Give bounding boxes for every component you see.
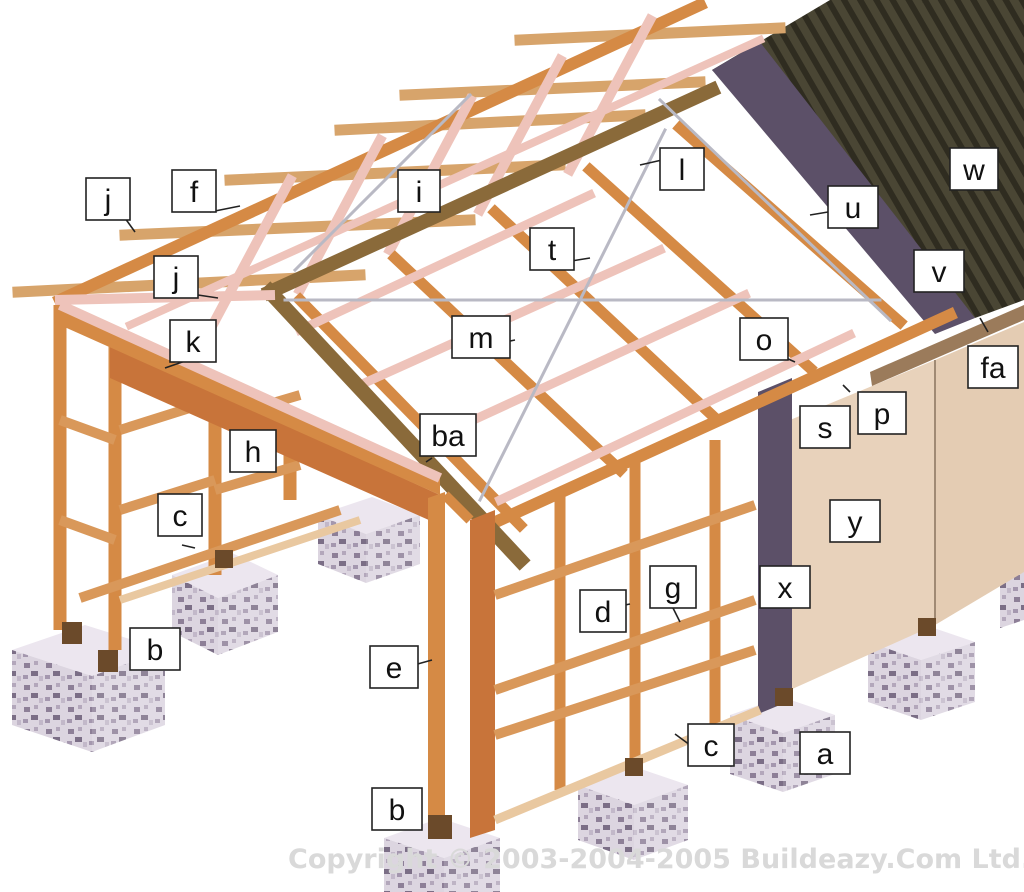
label-u-text: u: [845, 192, 862, 225]
label-h-text: h: [245, 436, 262, 469]
label-fa: fa: [967, 345, 1019, 389]
label-w: w: [949, 147, 999, 191]
callout-labels: j f i l w u t v j k m o fa p s ba h y c …: [85, 147, 1019, 831]
label-ba: ba: [419, 413, 477, 457]
label-ba-text: ba: [431, 420, 465, 453]
label-b: b: [129, 627, 181, 671]
label-l-text: l: [679, 154, 686, 187]
label-k-text: k: [186, 326, 202, 359]
label-t-text: t: [548, 234, 557, 267]
label-s-text: s: [818, 412, 833, 445]
label-b-text: b: [389, 794, 406, 827]
label-c: c: [157, 493, 203, 537]
label-fa-text: fa: [980, 352, 1005, 385]
label-h: h: [229, 429, 277, 473]
pile: [578, 766, 688, 860]
barge-board: [758, 378, 792, 714]
label-j-text: j: [104, 184, 112, 217]
label-m-text: m: [469, 322, 494, 355]
label-j: j: [85, 177, 131, 221]
roof-frame: [12, 0, 958, 571]
label-y: y: [829, 499, 881, 543]
wall-frame: [53, 290, 936, 839]
label-o-text: o: [756, 324, 773, 357]
pile: [12, 625, 165, 752]
label-i: i: [397, 169, 441, 213]
pile: [868, 624, 975, 720]
pile: [1000, 570, 1024, 628]
label-f-text: f: [190, 176, 199, 209]
roofing: [712, 0, 1024, 318]
label-u: u: [827, 185, 879, 229]
label-j: j: [153, 255, 199, 299]
label-p: p: [857, 391, 907, 435]
label-g-text: g: [665, 572, 682, 605]
label-e: e: [369, 645, 419, 689]
label-k: k: [169, 319, 217, 363]
label-b: b: [371, 787, 423, 831]
label-x-text: x: [778, 572, 793, 605]
label-o: o: [739, 317, 789, 361]
label-d: d: [579, 589, 627, 633]
label-j-text: j: [172, 262, 180, 295]
label-p-text: p: [874, 398, 891, 431]
label-v: v: [913, 249, 965, 293]
label-v-text: v: [932, 256, 947, 289]
label-t: t: [529, 227, 575, 271]
wall-sheet: [935, 322, 1024, 625]
label-x: x: [759, 565, 811, 609]
label-w-text: w: [962, 154, 985, 187]
copyright-watermark: Copyright © 2003-2004-2005 Buildeazy.Com…: [288, 844, 1024, 875]
label-e-text: e: [386, 652, 403, 685]
label-c-text: c: [173, 500, 188, 533]
label-l: l: [659, 147, 705, 191]
label-m: m: [451, 315, 511, 359]
label-d-text: d: [595, 596, 612, 629]
label-g: g: [649, 565, 697, 609]
label-f: f: [171, 169, 217, 213]
label-s: s: [799, 405, 851, 449]
label-y-text: y: [848, 506, 863, 539]
label-b-text: b: [147, 634, 164, 667]
label-c-text: c: [704, 730, 719, 763]
label-i-text: i: [416, 176, 423, 209]
label-a-text: a: [817, 738, 834, 771]
label-c: c: [687, 723, 735, 767]
pile: [172, 553, 278, 655]
label-a: a: [799, 731, 851, 775]
